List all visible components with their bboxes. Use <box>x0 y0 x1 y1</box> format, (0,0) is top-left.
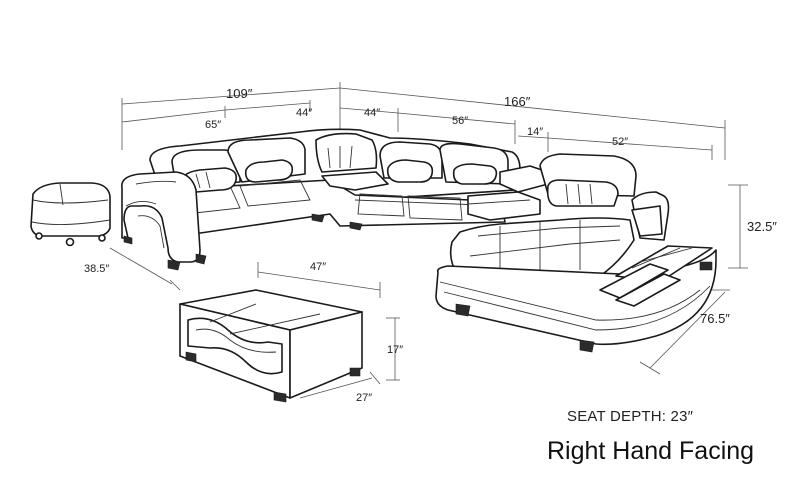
dim-table: 14″ <box>527 126 543 138</box>
dim-overall-right: 166″ <box>504 94 531 109</box>
dim-chaise: 52″ <box>612 136 628 148</box>
dim-overall-left: 109″ <box>226 86 253 101</box>
dim-chaise-length: 76.5″ <box>700 311 730 326</box>
sectional-sofa <box>121 128 717 353</box>
dimension-labels: 109″ 166″ 65″ 44″ 44″ 56″ 14″ 52″ 32.5″ … <box>84 86 777 404</box>
dim-ottoman-depth: 38.5″ <box>84 263 109 275</box>
dim-corner-left: 44″ <box>296 107 312 119</box>
ottoman <box>30 182 111 247</box>
dimension-lines <box>109 82 748 399</box>
dim-middle: 56″ <box>452 115 468 127</box>
orientation-title: Right Hand Facing <box>547 437 755 465</box>
dim-coffee-height: 17″ <box>387 344 403 356</box>
dim-coffee-depth: 27″ <box>356 392 372 404</box>
seat-depth-caption: SEAT DEPTH: 23″ <box>567 408 694 425</box>
dim-coffee-width: 47″ <box>310 261 326 273</box>
coffee-table <box>179 289 363 403</box>
dim-left-seat: 65″ <box>205 119 221 131</box>
dim-corner-right: 44″ <box>364 107 380 119</box>
dim-height: 32.5″ <box>747 219 777 234</box>
